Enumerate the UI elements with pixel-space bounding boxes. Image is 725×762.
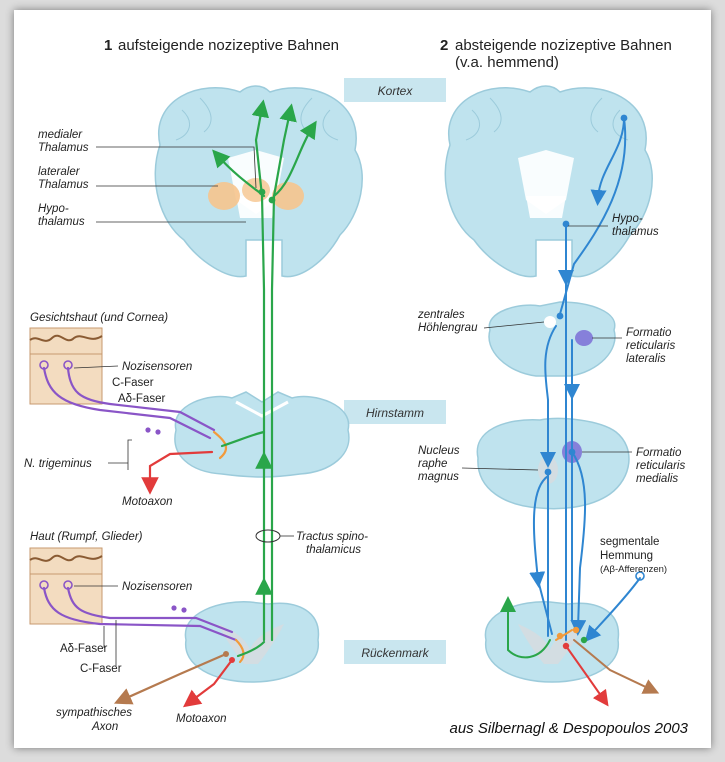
label-sympathetic-2: Axon xyxy=(91,721,118,733)
label-raphe-2: raphe xyxy=(418,458,447,470)
label-trigeminus: N. trigeminus xyxy=(24,458,92,470)
source-credit: aus Silbernagl & Despopoulos 2003 xyxy=(450,720,689,737)
label-medial-thalamus-1: medialer xyxy=(38,129,83,141)
label-motoaxon-top: Motoaxon xyxy=(122,496,173,508)
label-medial-thalamus-2: Thalamus xyxy=(38,142,89,154)
level-label-rueckenmark: Rückenmark xyxy=(344,640,446,664)
right-panel-title-line2: (v.a. hemmend) xyxy=(455,54,559,71)
sympathetic-axon xyxy=(122,654,226,700)
right-spinal-cord-section xyxy=(485,602,618,682)
hirnstamm-label: Hirnstamm xyxy=(366,406,424,420)
label-c-fiber-top: C-Faser xyxy=(112,377,154,389)
left-brain-coronal-section xyxy=(155,86,362,277)
right-panel-title-line1: absteigende nozizeptive Bahnen xyxy=(455,37,672,54)
label-ret-med-1: Formatio xyxy=(636,447,682,459)
left-panel-number: 1 xyxy=(104,37,112,54)
label-seg-3: (Aβ-Afferenzen) xyxy=(600,564,667,575)
left-spinal-cord-section xyxy=(185,602,318,682)
right-panel-number: 2 xyxy=(440,37,448,54)
label-ret-lat-3: lateralis xyxy=(626,353,666,365)
right-brain-coronal-section xyxy=(445,86,652,277)
tract-marker-ring xyxy=(256,530,280,542)
label-adelta-top: Aδ-Faser xyxy=(118,393,165,405)
label-c-fiber-bottom: C-Faser xyxy=(80,663,122,675)
label-r-hypothalamus-1: Hypo- xyxy=(612,213,643,225)
kortex-label: Kortex xyxy=(378,84,414,98)
label-ret-lat-2: reticularis xyxy=(626,340,675,352)
label-ret-lat-1: Formatio xyxy=(626,327,672,339)
label-hypothalamus-2: thalamus xyxy=(38,216,85,228)
left-panel-title-text: aufsteigende nozizeptive Bahnen xyxy=(118,37,339,54)
right-panel-title: 2 absteigende nozizeptive Bahnen (v.a. h… xyxy=(440,37,672,71)
label-tract-1: Tractus spino- xyxy=(296,531,368,543)
label-nociceptors-top: Nozisensoren xyxy=(122,361,192,373)
label-ret-med-2: reticularis xyxy=(636,460,685,472)
label-hypothalamus-1: Hypo- xyxy=(38,203,69,215)
label-seg-1: segmentale xyxy=(600,536,659,548)
label-lateral-thalamus-1: lateraler xyxy=(38,166,81,178)
right-medulla-section xyxy=(477,419,629,509)
level-label-hirnstamm: Hirnstamm xyxy=(344,400,446,424)
label-ret-med-3: medialis xyxy=(636,473,678,485)
label-seg-2: Hemmung xyxy=(600,550,653,562)
label-raphe-3: magnus xyxy=(418,471,459,483)
right-midbrain-section xyxy=(489,302,615,376)
formatio-reticularis-lateralis-nucleus xyxy=(575,330,593,346)
label-motoaxon-bottom: Motoaxon xyxy=(176,713,227,725)
rueckenmark-label: Rückenmark xyxy=(361,646,429,660)
label-face-skin: Gesichtshaut (und Cornea) xyxy=(30,312,168,324)
label-raphe-1: Nucleus xyxy=(418,445,460,457)
label-nociceptors-bottom: Nozisensoren xyxy=(122,581,192,593)
label-sympathetic-1: sympathisches xyxy=(56,707,132,719)
left-panel-title: 1 aufsteigende nozizeptive Bahnen xyxy=(104,37,339,54)
level-label-kortex: Kortex xyxy=(344,78,446,102)
label-central-grey-2: Höhlengrau xyxy=(418,322,478,334)
right-labels: Hypo- thalamus zentrales Höhlengrau Form… xyxy=(417,213,685,575)
label-skin: Haut (Rumpf, Glieder) xyxy=(30,531,143,543)
label-adelta-bottom: Aδ-Faser xyxy=(60,643,107,655)
label-lateral-thalamus-2: Thalamus xyxy=(38,179,89,191)
label-central-grey-1: zentrales xyxy=(417,309,465,321)
label-r-hypothalamus-2: thalamus xyxy=(612,226,659,238)
label-tract-2: thalamicus xyxy=(306,544,361,556)
